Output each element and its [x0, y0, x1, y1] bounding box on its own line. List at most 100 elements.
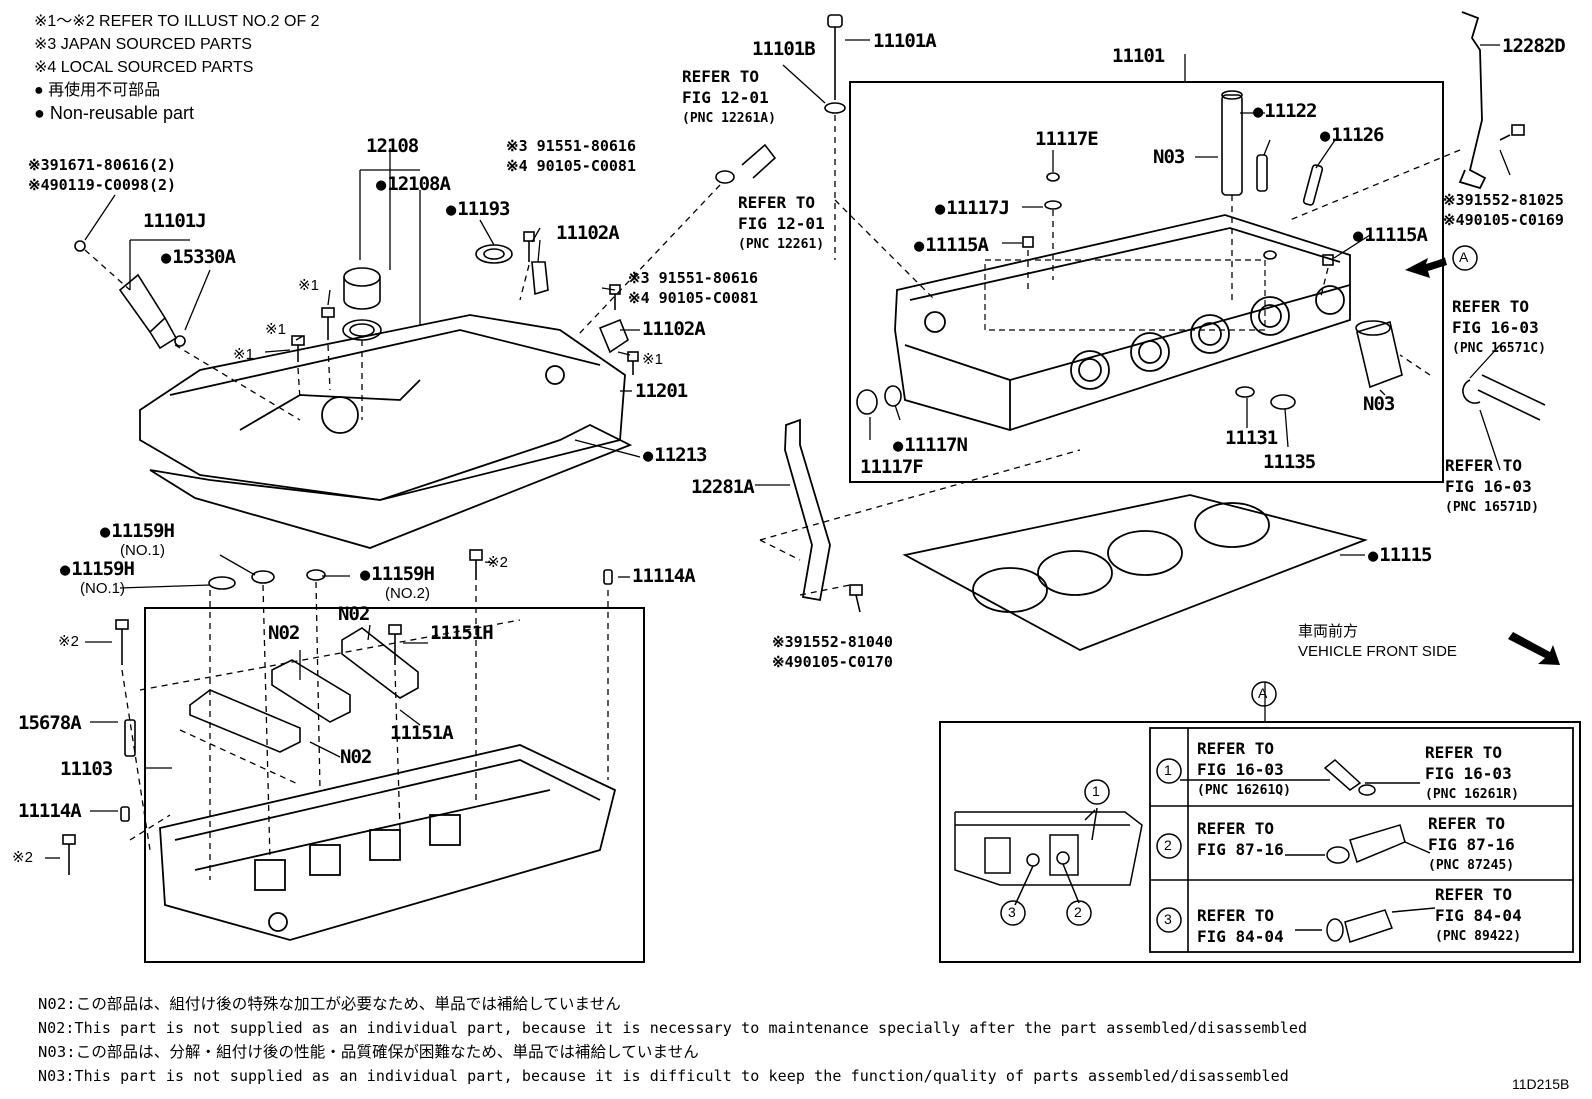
detail-a-frame — [939, 721, 1581, 963]
part-label-11117f: 11117F — [860, 456, 924, 478]
detail-mark-2: 2 — [1074, 904, 1082, 920]
note-no1-upper: (NO.1) — [120, 542, 165, 559]
part-label-11101j: 11101J — [143, 210, 207, 232]
detail-mark-1: 1 — [1092, 783, 1100, 799]
legend-non-reusable-en: ● Non-reusable part — [34, 103, 194, 123]
sourced-part-91552-81040: ※391552-81040※490105-C0170 — [772, 633, 893, 671]
part-label-11117e: 11117E — [1035, 128, 1099, 150]
part-label-11151a: 11151A — [390, 722, 454, 744]
part-label-12282d: 12282D — [1502, 35, 1566, 57]
hoses — [715, 143, 1546, 421]
cover-gasket — [149, 423, 633, 549]
bullet-icon: ● — [34, 82, 49, 99]
part-label-n02-b: N02 — [268, 622, 300, 644]
ref-mark-2-c: ※2 — [12, 849, 33, 866]
ref-mark-1-d: ※1 — [642, 351, 663, 368]
figure-code: 11D215B — [1512, 1076, 1570, 1092]
note-no2: (NO.2) — [385, 585, 430, 602]
sourced-part-91551-b: ※3 91551-80616※4 90105-C0081 — [628, 269, 758, 307]
part-label-11102a-top: 11102A — [556, 222, 620, 244]
legend-non-reusable-jp: ● 再使用不可部品 — [34, 82, 161, 99]
part-label-11151h: 11151H — [430, 622, 494, 644]
part-label-n02-a: N02 — [338, 603, 370, 625]
legend-ref-illust: ※1～※2 REFER TO ILLUST NO.2 OF 2 — [34, 13, 320, 30]
part-label-11101b: 11101B — [752, 38, 816, 60]
ref-mark-1-c: ※1 — [233, 346, 254, 363]
harness-brackets — [784, 11, 1487, 602]
part-label-15330a: 15330A — [161, 246, 236, 268]
solid-leaders — [45, 39, 1511, 859]
cylinder-head-cover — [139, 314, 626, 501]
note-n03-jp: N03:この部品は、分解・組付け後の性能・品質確保が困難なため、単品では補給して… — [38, 1043, 699, 1061]
cylinder-head-frame — [849, 81, 1444, 483]
part-label-n02-c: N02 — [340, 746, 372, 768]
bearing-caps — [189, 627, 419, 753]
part-label-15678a: 15678A — [18, 712, 82, 734]
sourced-part-91552-81025: ※391552-81025※490105-C0169 — [1443, 191, 1564, 229]
part-label-11135: 11135 — [1263, 451, 1316, 473]
detail-a-table — [1149, 727, 1574, 953]
legend: ※1～※2 REFER TO ILLUST NO.2 OF 2 ※3 JAPAN… — [34, 10, 320, 125]
sourced-part-91551-a: ※3 91551-80616※4 90105-C0081 — [506, 137, 636, 175]
part-label-11159h-no2: 11159H — [360, 563, 435, 585]
bullet-icon: ● — [34, 103, 50, 123]
cylinder-head — [894, 214, 1351, 431]
part-label-11159h-no1-lower: 11159H — [60, 558, 135, 580]
part-label-11114a-top: 11114A — [632, 565, 696, 587]
sourced-part-91671: ※391671-80616(2)※490119-C0098(2) — [28, 156, 177, 194]
ref-mark-1-a: ※1 — [298, 277, 319, 294]
circled-marks — [1000, 245, 1478, 933]
detail-mark-3: 3 — [1008, 904, 1016, 920]
callout-a-detail: A — [1258, 685, 1268, 701]
assembly-lines — [84, 115, 1461, 880]
part-label-11115a-left: 11115A — [914, 234, 989, 256]
part-label-11115: 11115 — [1368, 544, 1432, 566]
part-label-n03-top: N03 — [1153, 146, 1185, 168]
part-label-11159h-no1-upper: 11159H — [100, 520, 175, 542]
note-n02-en: N02:This part is not supplied as an indi… — [38, 1019, 1308, 1037]
legend-japan-sourced: ※3 JAPAN SOURCED PARTS — [34, 36, 252, 53]
part-label-11122: 11122 — [1253, 100, 1317, 122]
cam-sensors — [531, 261, 629, 354]
bolts — [62, 14, 1525, 875]
part-label-11102a-mid: 11102A — [642, 318, 706, 340]
part-label-11131: 11131 — [1225, 427, 1278, 449]
callout-a-top: A — [1459, 249, 1469, 265]
part-label-11201: 11201 — [635, 380, 688, 402]
part-label-11115a-right: 11115A — [1353, 224, 1428, 246]
ref-mark-1-b: ※1 — [265, 321, 286, 338]
part-label-12108: 12108 — [366, 135, 419, 157]
note-n03-en: N03:This part is not supplied as an indi… — [38, 1067, 1289, 1085]
part-label-11193: 11193 — [446, 198, 510, 220]
part-label-11117n: 11117N — [893, 434, 968, 456]
note-no1-lower: (NO.1) — [80, 580, 125, 597]
ref-mark-2-b: ※2 — [58, 633, 79, 650]
direction-arrows — [1405, 258, 1560, 665]
part-label-12281a: 12281A — [691, 476, 755, 498]
part-label-11114a-bottom: 11114A — [18, 800, 82, 822]
small-parts — [120, 90, 1403, 822]
head-gasket — [902, 494, 1368, 651]
detail-a-engine-sketch — [954, 759, 1436, 943]
part-label-11117j: 11117J — [935, 197, 1010, 219]
part-label-n03-right: N03 — [1363, 393, 1395, 415]
note-n02-jp: N02:この部品は、組付け後の特殊な加工が必要なため、単品では補給していません — [38, 995, 621, 1013]
part-label-11213: 11213 — [643, 444, 707, 466]
footnotes: N02:この部品は、組付け後の特殊な加工が必要なため、単品では補給していません … — [38, 992, 1307, 1088]
legend-local-sourced: ※4 LOCAL SOURCED PARTS — [34, 59, 254, 76]
camshaft-housing — [159, 744, 617, 941]
table-row-1-num: 1 — [1164, 762, 1172, 778]
part-label-11101: 11101 — [1112, 45, 1165, 67]
part-label-12108a: 12108A — [376, 173, 451, 195]
part-label-11126: 11126 — [1320, 124, 1384, 146]
